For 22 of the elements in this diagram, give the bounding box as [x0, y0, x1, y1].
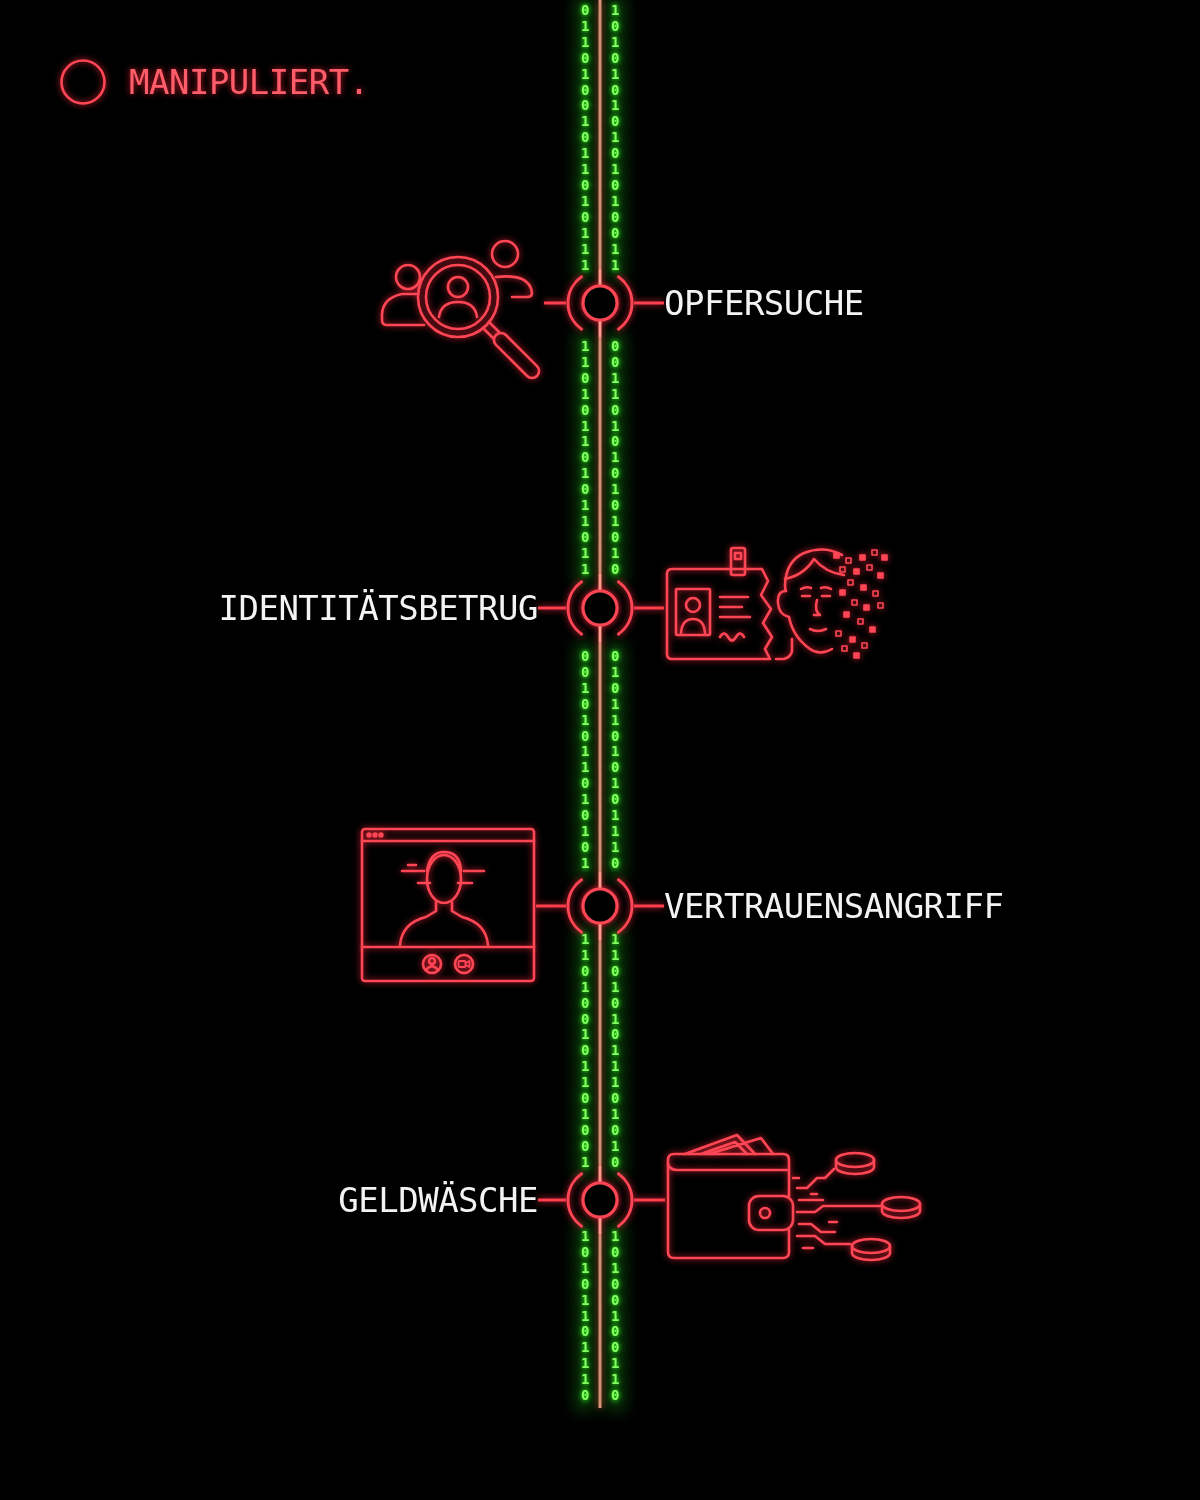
- connector-line: [538, 1198, 566, 1202]
- connector-line: [536, 904, 566, 908]
- timeline-ring: [566, 269, 634, 337]
- connector-line: [634, 904, 664, 908]
- connector-line: [634, 1198, 665, 1202]
- video-call-icon: [360, 827, 536, 983]
- connector-line: [598, 337, 602, 574]
- connector-line: [598, 642, 602, 872]
- connector-line: [544, 301, 566, 305]
- timeline-ring: [566, 574, 634, 642]
- step-label: OPFERSUCHE: [664, 282, 864, 324]
- connector-line: [634, 301, 664, 305]
- title: MANIPULIERT.: [129, 62, 369, 102]
- connector-line: [634, 606, 664, 610]
- step-label: VERTRAUENSANGRIFF: [664, 885, 1004, 927]
- connector-line: [598, 0, 602, 269]
- id-card-face-icon: [664, 545, 890, 663]
- step-label: GELDWÄSCHE: [338, 1179, 538, 1221]
- connector-line: [538, 606, 566, 610]
- step-label: IDENTITÄTSBETRUG: [218, 587, 538, 629]
- connector-line: [598, 940, 602, 1166]
- connector-line: [598, 1234, 602, 1408]
